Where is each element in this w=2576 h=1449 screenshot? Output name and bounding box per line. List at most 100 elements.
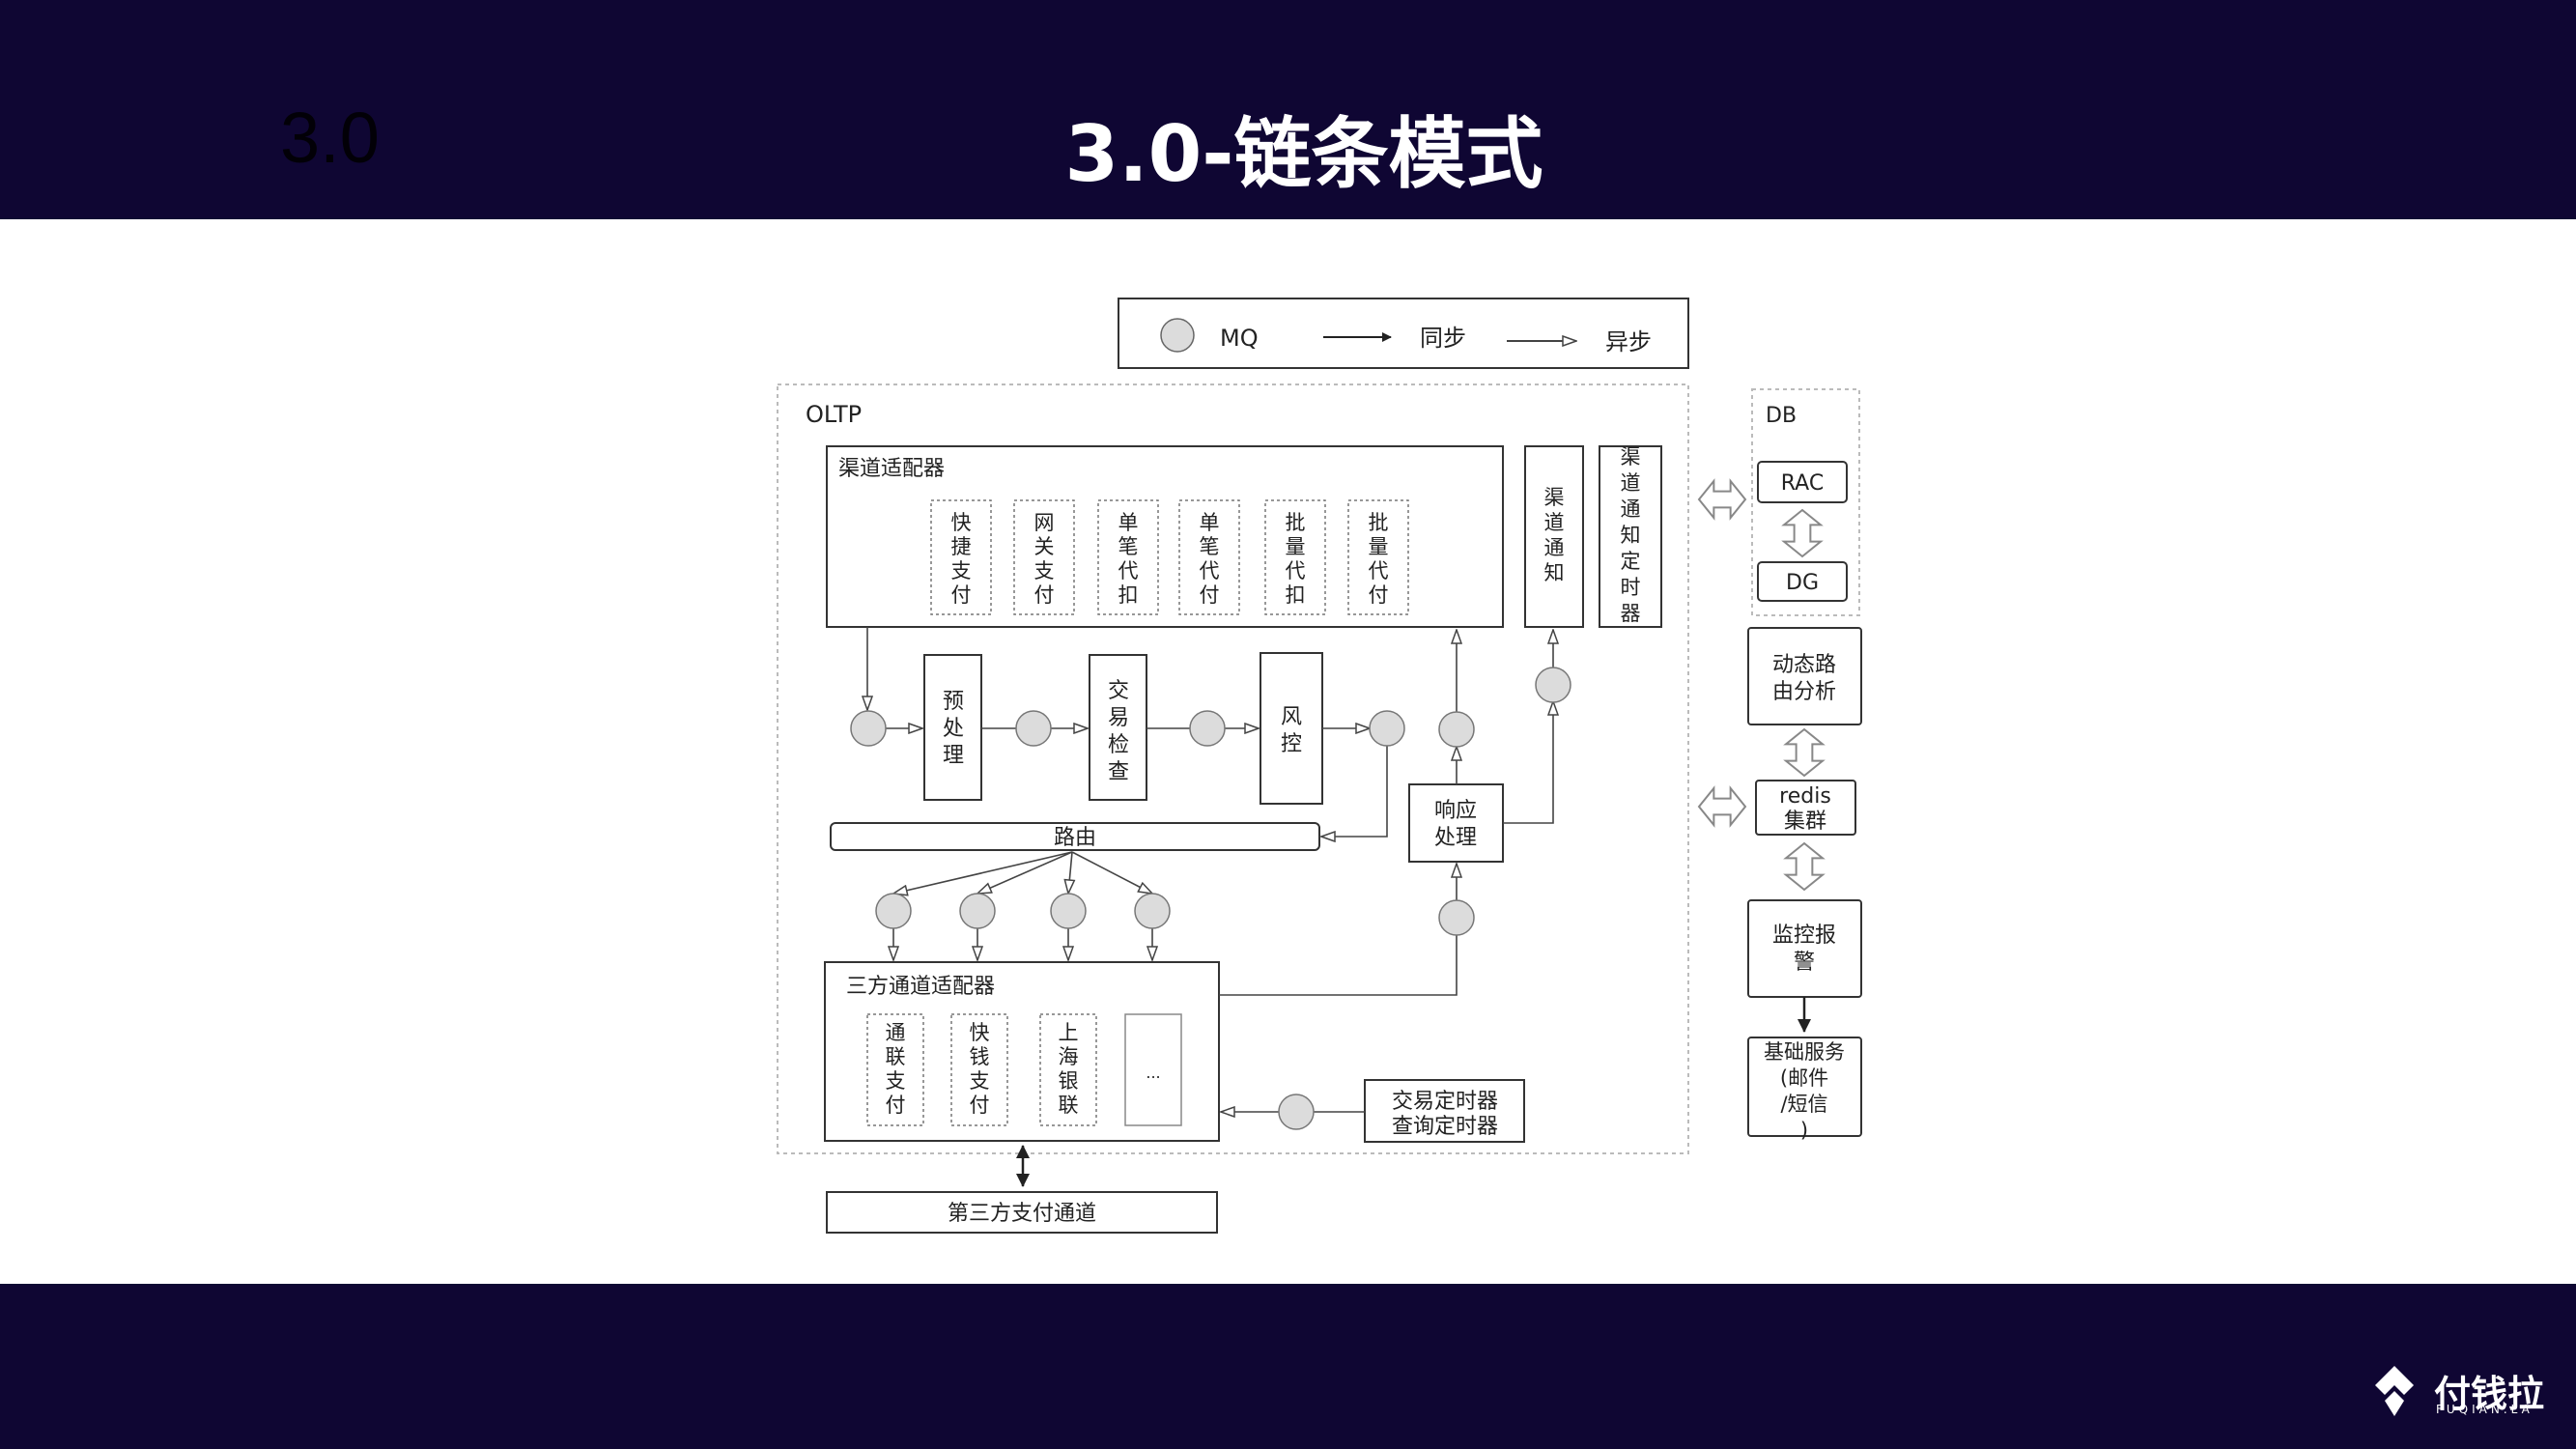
mq-icon (1134, 893, 1171, 929)
db-container (1751, 388, 1860, 616)
third-party-item-label: 快 (970, 1021, 990, 1044)
rac-label: RAC (1781, 471, 1824, 496)
channel-adapter-item-label: 笔 (1200, 535, 1220, 558)
channel-adapter-item (1264, 499, 1326, 615)
third-party-item-label: 联 (1059, 1094, 1079, 1117)
svg-text:处理: 处理 (1434, 826, 1477, 850)
monitor-box (1747, 899, 1862, 998)
bidirectional-arrows (1697, 478, 1826, 892)
channel-notify-char: 道 (1544, 511, 1565, 534)
connector (1071, 851, 1152, 894)
legend-mq: MQ (1220, 325, 1259, 352)
third-party-item-label: 支 (970, 1069, 990, 1093)
route-bar (830, 822, 1320, 851)
third-party-item-label: 支 (886, 1069, 906, 1093)
connector (893, 851, 1073, 894)
base-service-line: (邮件 (1780, 1066, 1828, 1090)
query-timer-label: 查询定时器 (1392, 1115, 1498, 1139)
connector (1219, 935, 1458, 996)
response-box (1408, 783, 1504, 863)
db-label: DB (1766, 404, 1797, 428)
route-redis-double-arrow-icon (1783, 727, 1826, 778)
timers-box (1364, 1079, 1525, 1143)
connector (1321, 746, 1388, 837)
risk-control-char: 控 (1281, 732, 1302, 756)
connections (867, 627, 1553, 1112)
third-party-item (1124, 1013, 1182, 1126)
mq-icon (959, 893, 996, 929)
connector (977, 851, 1073, 894)
channel-adapter-item-label: 付 (951, 583, 972, 607)
channel-adapter-item (1347, 499, 1409, 615)
channel-adapter-item-label: 网 (1034, 511, 1055, 534)
channel-adapter-item-label: 代 (1200, 559, 1220, 582)
logo-subtitle: FUQIAN.LA (2436, 1403, 2534, 1416)
channel-notify-timer-char: 道 (1621, 471, 1641, 495)
pre-process-char: 预 (943, 690, 964, 714)
svg-text:警: 警 (1794, 951, 1815, 975)
third-party-item-label: 付 (970, 1094, 990, 1117)
mq-icon (875, 893, 912, 929)
mq-icon (1189, 710, 1226, 747)
channel-adapter-item-label: 付 (1034, 583, 1055, 607)
channel-notify-timer-char: 渠 (1621, 445, 1641, 469)
mq-icon (1438, 899, 1475, 936)
channel-adapter-item-label: 笔 (1118, 535, 1139, 558)
mq-icon (850, 710, 887, 747)
monitor-label: 监控报 (1772, 923, 1836, 948)
rac-dg-double-arrow-icon (1781, 508, 1824, 558)
channel-notify-box (1524, 445, 1584, 628)
channel-notify-timer-box (1599, 445, 1662, 628)
channel-adapter-item-label: 单 (1118, 511, 1139, 534)
redis-box (1755, 780, 1856, 836)
legend-async: 异步 (1605, 328, 1652, 355)
response-label: 响应 (1434, 799, 1477, 823)
channel-notify-timer-char: 通 (1621, 497, 1641, 521)
third-party-item-label: 联 (886, 1045, 906, 1068)
channel-adapter-item-label: 捷 (951, 535, 972, 558)
redis-label: redis (1779, 784, 1831, 809)
channel-adapter-item (930, 499, 992, 615)
trade-check-box (1089, 654, 1147, 801)
channel-adapter-title: 渠道适配器 (838, 457, 945, 481)
trade-check-char: 易 (1108, 706, 1129, 730)
mq-icon (1535, 667, 1571, 703)
channel-notify-char: 通 (1544, 536, 1565, 559)
channel-adapter-item (1178, 499, 1240, 615)
channel-adapter-item-label: 扣 (1118, 583, 1139, 607)
third-party-item-label: 钱 (970, 1045, 990, 1068)
pre-process-char: 处 (943, 717, 964, 741)
channel-notify-char: 渠 (1544, 486, 1565, 509)
third-party-channel-box (826, 1191, 1218, 1234)
risk-control-label: 风控 (1281, 705, 1302, 756)
dynamic-route-label: 动态路 (1772, 653, 1836, 677)
base-service-line: ) (1800, 1119, 1808, 1142)
mq-icon (1160, 318, 1195, 353)
third-party-item (866, 1013, 924, 1126)
channel-adapter-item-label: 量 (1286, 535, 1306, 558)
channel-adapter-item-label: 代 (1286, 559, 1306, 582)
footer-bar (0, 1284, 2576, 1449)
ghost-title: 3.0 (280, 98, 380, 178)
channel-adapter-item-label: 扣 (1286, 583, 1306, 607)
route-label: 路由 (1054, 826, 1096, 850)
slide-title: 3.0-链条模式 (1064, 109, 1543, 199)
third-party-item-label: 通 (886, 1021, 906, 1044)
base-service-label: 基础服务(邮件/短信) (1764, 1040, 1845, 1142)
oltp-redis-double-arrow-icon (1697, 785, 1747, 828)
base-service-line: /短信 (1780, 1093, 1827, 1116)
dg-box (1757, 561, 1848, 602)
mq-icon (1278, 1094, 1315, 1130)
oltp-db-double-arrow-icon (1697, 478, 1747, 521)
third-party-item-label: 付 (886, 1094, 906, 1117)
trade-check-char: 查 (1108, 760, 1129, 784)
mq-icon (1369, 710, 1405, 747)
channel-adapter-item (1097, 499, 1159, 615)
third-party-item-label: ... (1146, 1064, 1160, 1082)
channel-notify-char: 知 (1544, 561, 1565, 584)
base-service-box (1747, 1037, 1862, 1137)
third-party-adapter-title: 三方通道适配器 (846, 975, 995, 999)
mq-nodes (850, 667, 1571, 1130)
pre-process-label: 预处理 (943, 690, 964, 768)
